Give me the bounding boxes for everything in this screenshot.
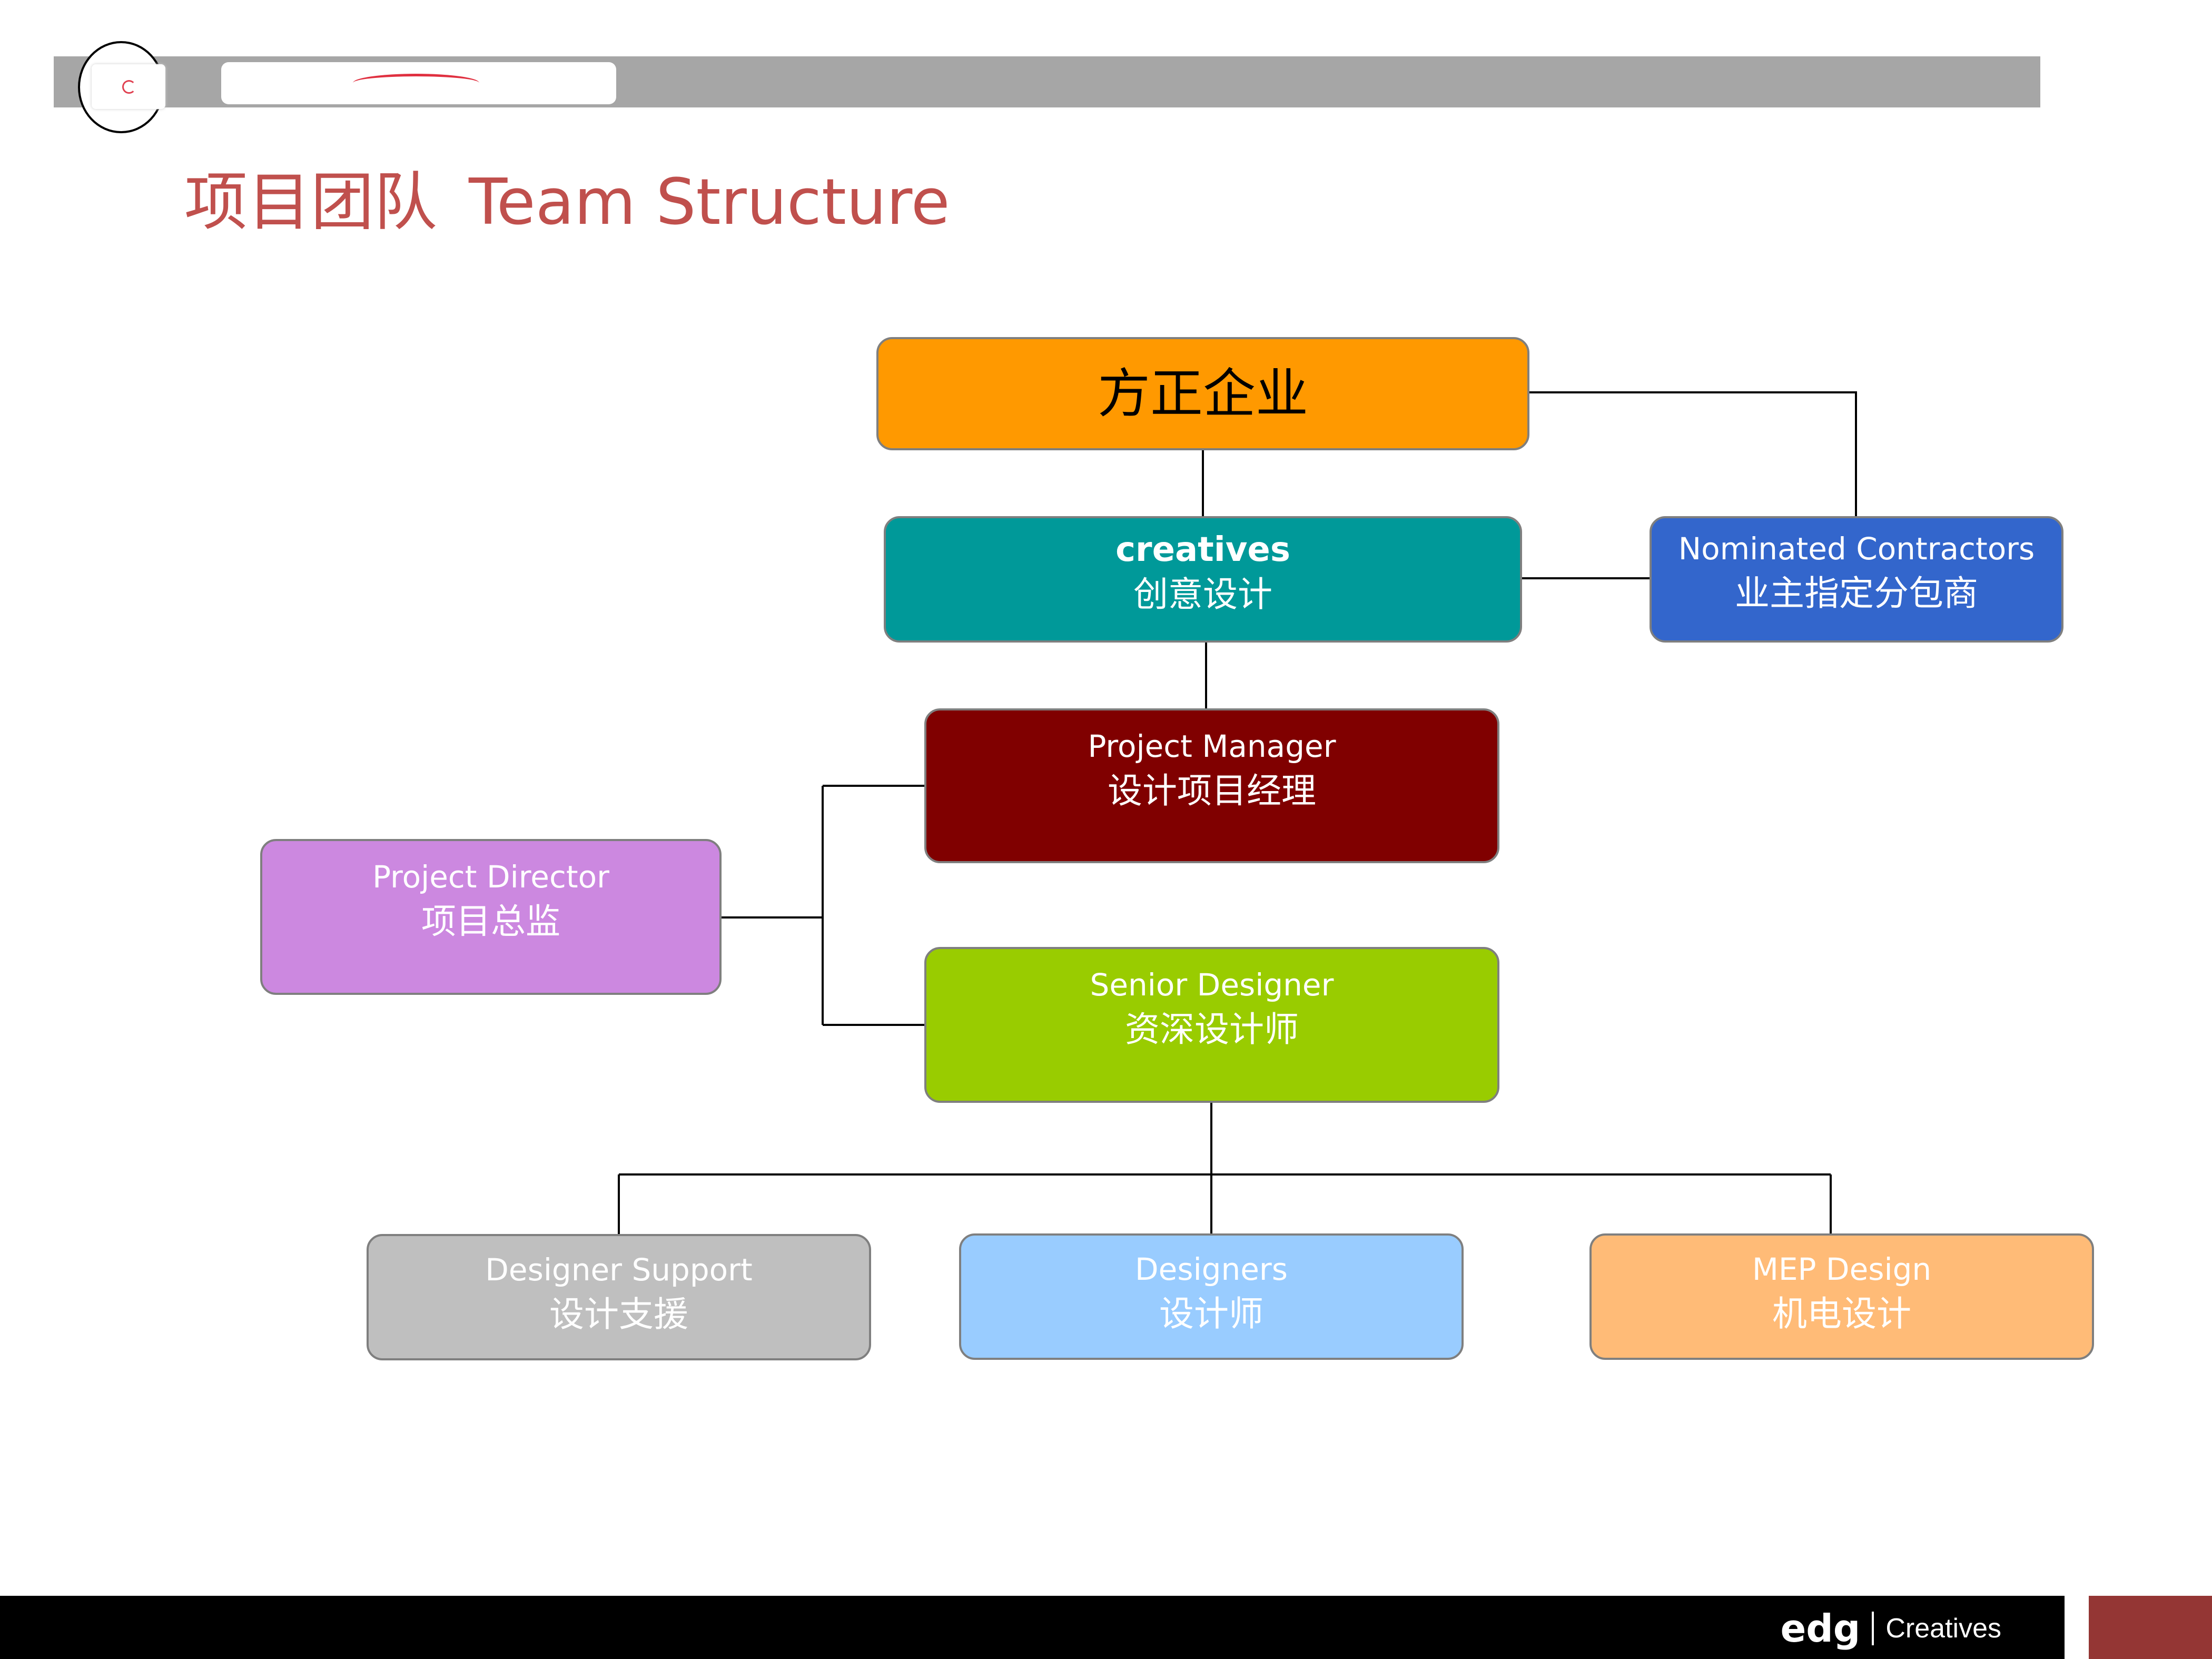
- org-node-contractors-en: Nominated Contractors: [1678, 531, 2035, 567]
- org-node-project-manager: Project Manager 设计项目经理: [924, 708, 1499, 863]
- org-node-nominated-contractors: Nominated Contractors 业主指定分包商: [1650, 516, 2063, 643]
- org-node-senior-designer: Senior Designer 资深设计师: [924, 947, 1499, 1103]
- page-title-cn: 项目团队: [184, 166, 437, 239]
- org-node-project-director: Project Director 项目总监: [260, 839, 722, 995]
- org-node-designer-support-zh: 设计支援: [549, 1294, 688, 1335]
- footer-brand-name: Creatives: [1885, 1613, 2001, 1644]
- org-node-creatives: creatives 创意设计: [884, 516, 1522, 643]
- footer-accent-block: [2089, 1596, 2212, 1659]
- org-node-designers-zh: 设计师: [1159, 1293, 1263, 1334]
- org-node-root-label: 方正企业: [1098, 362, 1308, 424]
- org-node-project-director-en: Project Director: [372, 859, 609, 895]
- org-node-project-manager-zh: 设计项目经理: [1108, 771, 1316, 811]
- company-logo: [78, 41, 165, 133]
- org-node-mep-design-zh: 机电设计: [1772, 1293, 1911, 1334]
- org-node-designer-support: Designer Support 设计支援: [367, 1234, 871, 1360]
- footer-brand-divider: [1872, 1612, 1874, 1645]
- footer-bar: edg Creatives: [0, 1596, 2065, 1659]
- org-node-designers: Designers 设计师: [959, 1233, 1464, 1360]
- brand-logo-banner: [221, 62, 616, 104]
- org-node-project-director-zh: 项目总监: [421, 901, 560, 942]
- org-node-designer-support-en: Designer Support: [485, 1252, 753, 1288]
- org-node-creatives-en: creatives: [1115, 530, 1290, 569]
- page-title-en: Team Structure: [469, 166, 950, 239]
- org-node-designers-en: Designers: [1135, 1251, 1288, 1287]
- org-node-project-manager-en: Project Manager: [1088, 728, 1336, 764]
- org-node-mep-design: MEP Design 机电设计: [1589, 1233, 2094, 1360]
- footer-brand-logo: edg: [1780, 1606, 1861, 1651]
- org-node-mep-design-en: MEP Design: [1752, 1251, 1932, 1287]
- org-node-root: 方正企业: [876, 337, 1529, 450]
- org-node-contractors-zh: 业主指定分包商: [1735, 573, 1978, 614]
- org-node-senior-designer-en: Senior Designer: [1090, 967, 1334, 1003]
- page-title: 项目团队 Team Structure: [184, 158, 950, 248]
- footer-brand: edg Creatives: [1780, 1606, 2001, 1651]
- org-node-creatives-zh: 创意设计: [1133, 574, 1272, 615]
- org-node-senior-designer-zh: 资深设计师: [1125, 1009, 1299, 1050]
